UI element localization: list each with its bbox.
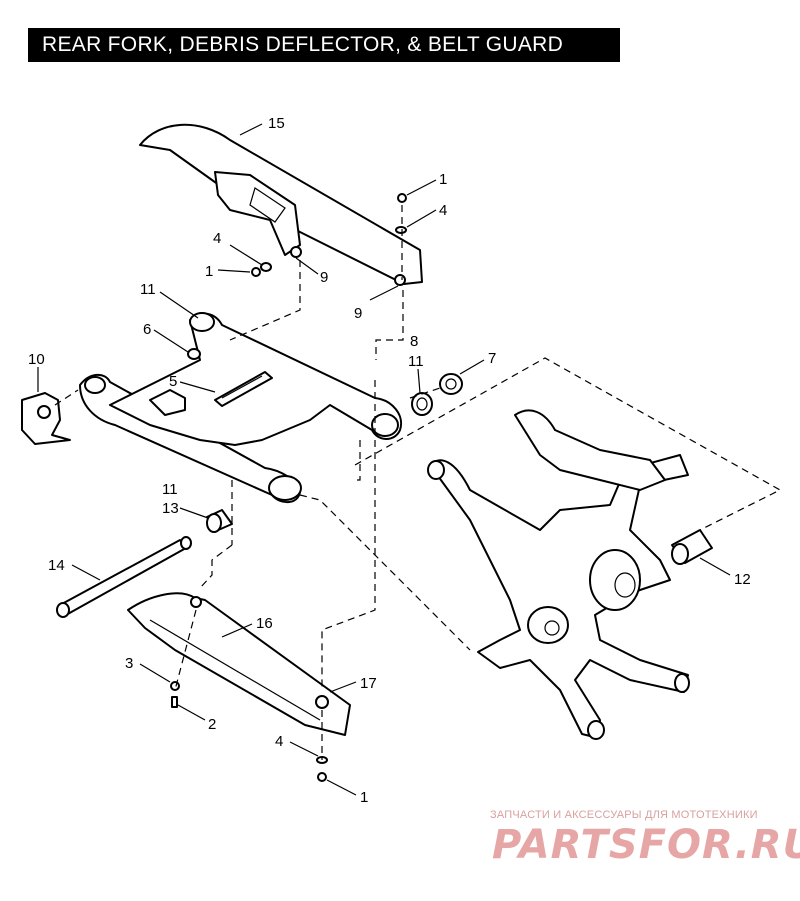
callout-2: 2 <box>208 716 216 733</box>
alignment-lines <box>54 205 782 760</box>
callout-4: 4 <box>275 733 283 750</box>
callout-5: 5 <box>169 373 177 390</box>
callout-11: 11 <box>162 481 178 498</box>
pivot-shaft <box>56 536 192 618</box>
callout-13: 13 <box>162 500 179 517</box>
callout-10: 10 <box>28 351 45 368</box>
callout-14: 14 <box>48 557 65 574</box>
watermark-logo: PARTSFOR.RU <box>492 822 800 868</box>
callout-8: 8 <box>410 333 418 350</box>
callout-3: 3 <box>125 655 133 672</box>
debris-deflector-pad <box>214 371 273 407</box>
bushing <box>206 509 233 533</box>
callout-16: 16 <box>256 615 273 632</box>
callout-11: 11 <box>408 353 424 370</box>
callout-17: 17 <box>360 675 377 692</box>
bumper-pad <box>21 392 71 445</box>
bearing <box>411 392 433 416</box>
callout-4: 4 <box>213 230 221 247</box>
callout-7: 7 <box>488 350 496 367</box>
belt-guard <box>139 123 423 286</box>
watermark-tagline: ЗАПЧАСТИ И АКСЕССУАРЫ ДЛЯ МОТОТЕХНИКИ <box>490 809 758 821</box>
fasteners <box>170 193 407 782</box>
callout-1: 1 <box>360 789 368 806</box>
callout-1: 1 <box>439 171 447 188</box>
callout-11: 11 <box>140 281 156 298</box>
rear-fork <box>79 312 403 504</box>
frame <box>427 409 690 740</box>
callout-1: 1 <box>205 263 213 280</box>
leader-lines <box>37 123 731 796</box>
spacer <box>439 373 463 395</box>
callout-9: 9 <box>320 269 328 286</box>
callout-12: 12 <box>734 571 751 588</box>
callout-4: 4 <box>439 202 447 219</box>
diagram-title: REAR FORK, DEBRIS DEFLECTOR, & BELT GUAR… <box>28 28 620 62</box>
plug <box>187 348 201 360</box>
debris-deflector <box>127 592 351 736</box>
callout-6: 6 <box>143 321 151 338</box>
callout-9: 9 <box>354 305 362 322</box>
frame-bushing <box>671 529 713 565</box>
callout-15: 15 <box>268 115 285 132</box>
callout-labels: 15 1 4 4 1 9 9 11 6 5 10 8 11 7 11 13 14… <box>28 115 751 806</box>
